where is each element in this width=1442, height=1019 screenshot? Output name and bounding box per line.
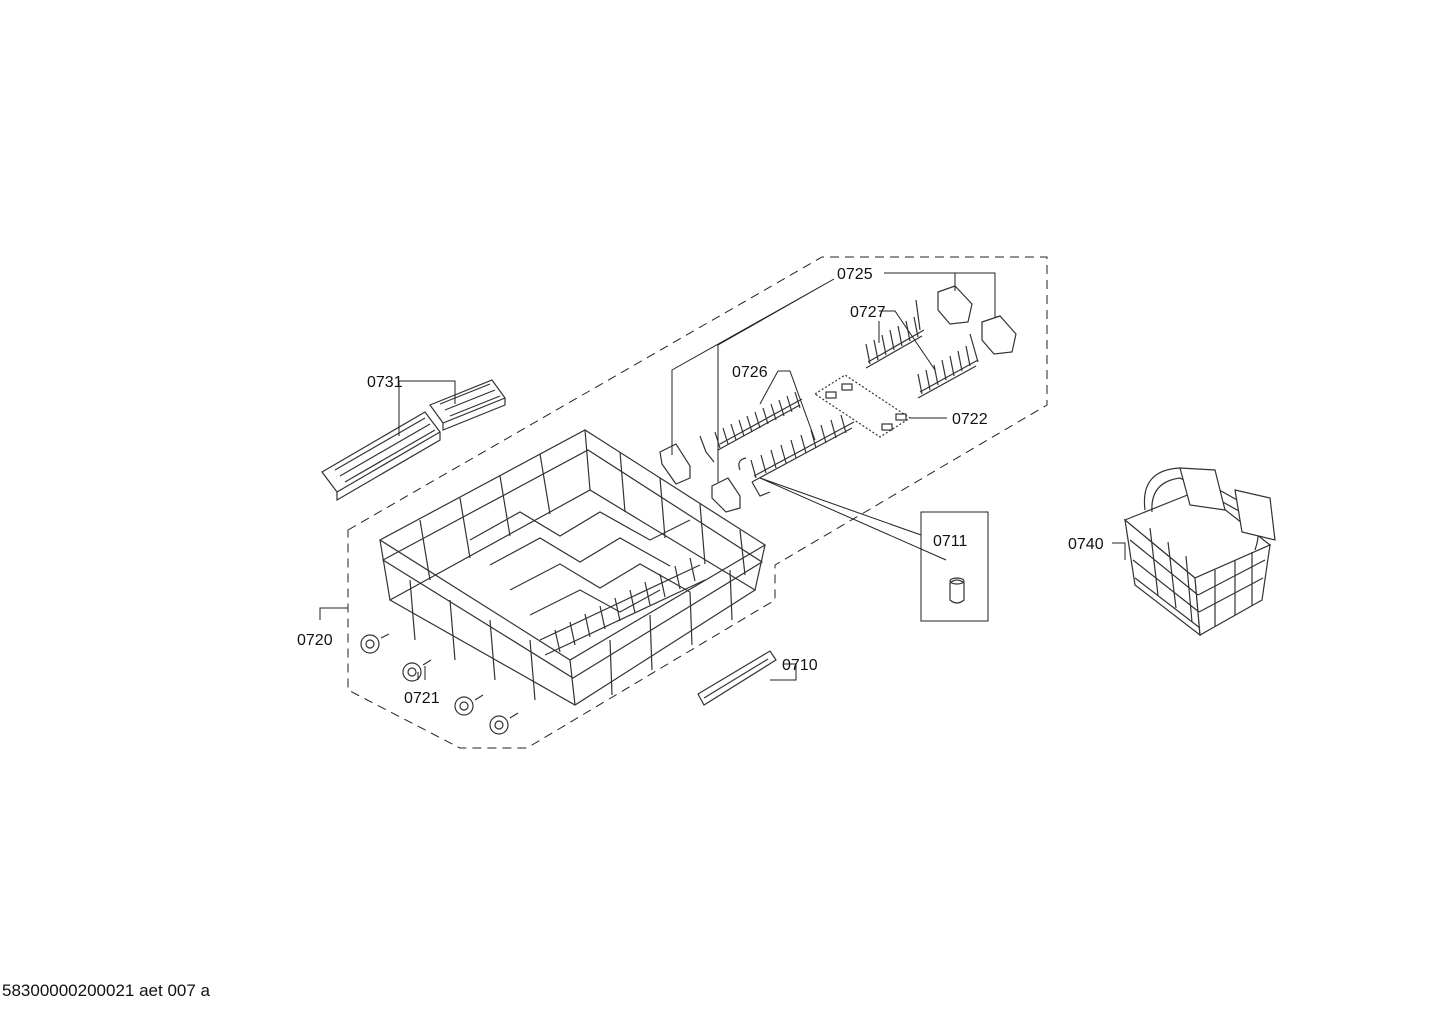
- part-0731-inserts[interactable]: [321, 379, 506, 502]
- part-0721-wheels[interactable]: [360, 633, 519, 735]
- part-0726-tine-rows[interactable]: [714, 391, 855, 497]
- label-0722: 0722: [952, 411, 988, 428]
- label-0740: 0740: [1068, 536, 1104, 553]
- label-0726: 0726: [732, 364, 768, 381]
- assembly-boundary: [347, 256, 1048, 749]
- part-0740-cutlery-basket[interactable]: [1123, 467, 1276, 637]
- leader-lines: [319, 272, 1126, 681]
- label-0725: 0725: [837, 266, 873, 283]
- label-0727: 0727: [850, 304, 886, 321]
- drawing-code: 58300000200021 aet 007 a: [2, 981, 210, 1000]
- label-0731: 0731: [367, 374, 403, 391]
- part-0711-inset[interactable]: [759, 477, 989, 622]
- label-0721: 0721: [404, 690, 440, 707]
- label-0710: 0710: [782, 657, 818, 674]
- part-0725-hinges[interactable]: [659, 285, 1017, 513]
- part-0727-tine-rows[interactable]: [865, 299, 979, 399]
- part-0720-lower-basket[interactable]: [378, 429, 767, 706]
- part-0722-clips[interactable]: [813, 374, 912, 438]
- label-0711: 0711: [933, 533, 968, 550]
- label-0720: 0720: [297, 632, 333, 649]
- part-0710-handle[interactable]: [697, 650, 777, 706]
